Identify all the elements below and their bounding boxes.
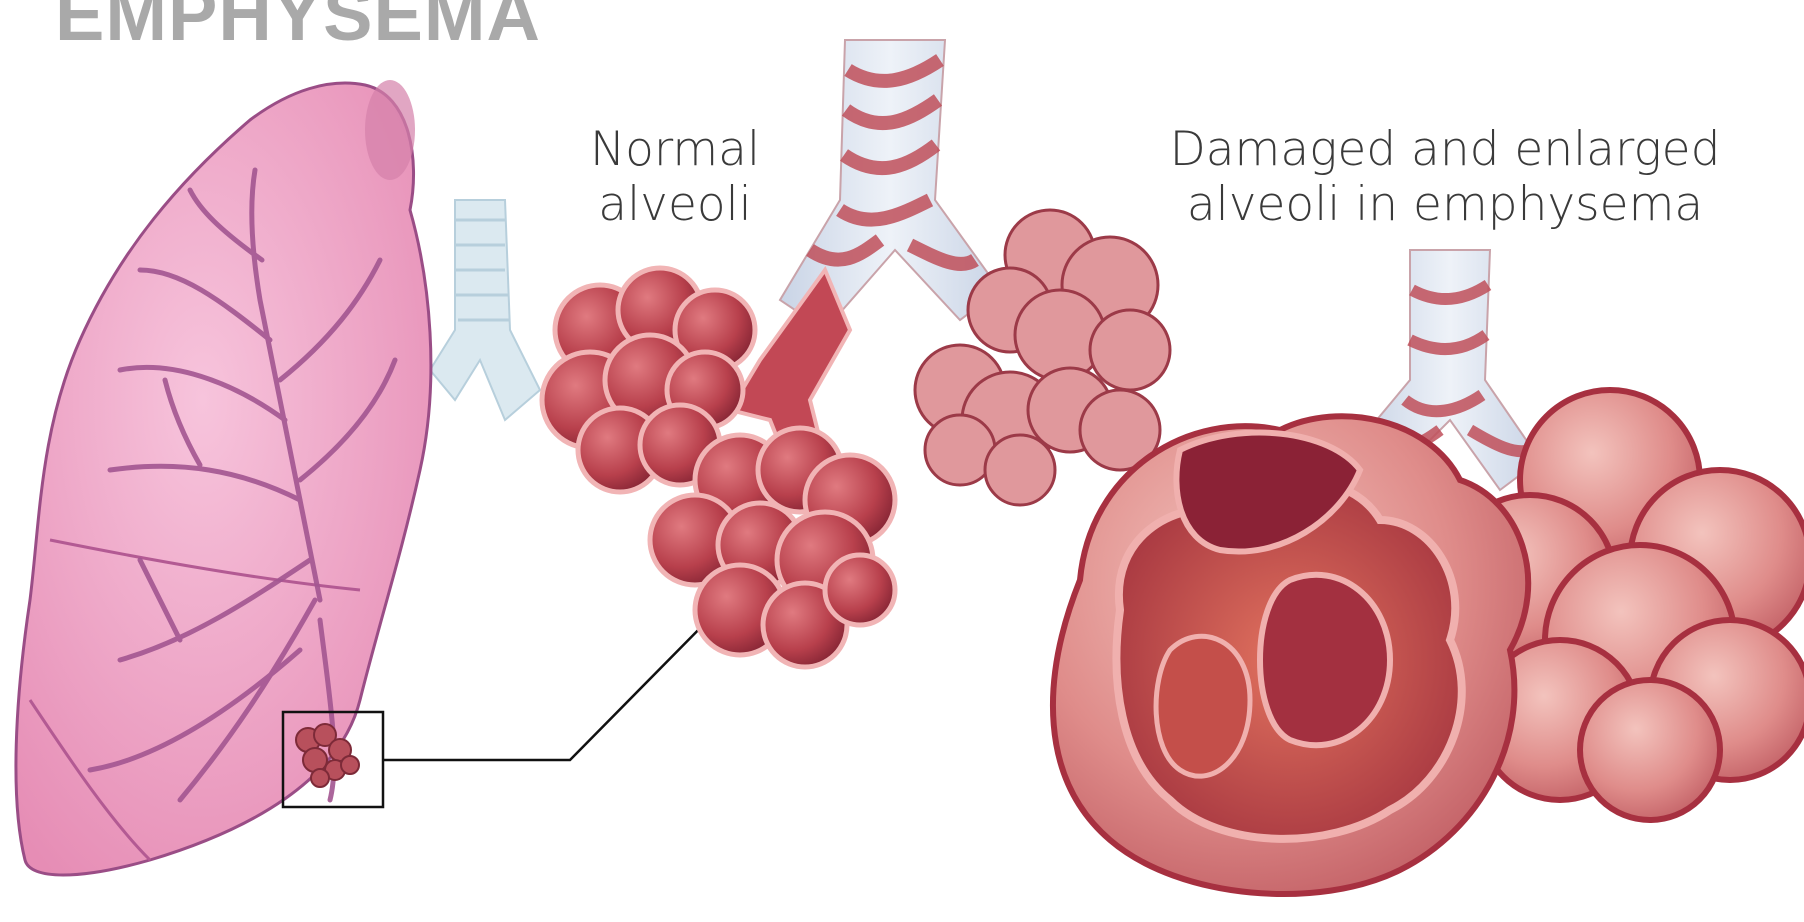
enlarged-sac-left-cutaway	[1053, 416, 1528, 894]
normal-label-line-1: Normal	[560, 122, 790, 177]
callout-line	[383, 615, 713, 760]
trachea	[430, 200, 540, 420]
normal-label-line-2: alveoli	[560, 177, 790, 232]
damaged-label-line-1: Damaged and enlarged	[1150, 122, 1740, 177]
normal-alveoli-label: Normal alveoli	[560, 122, 790, 232]
damaged-alveoli-label: Damaged and enlarged alveoli in emphysem…	[1150, 122, 1740, 232]
figure-title: EMPHYSEMA	[55, 0, 541, 57]
damaged-label-line-2: alveoli in emphysema	[1150, 177, 1740, 232]
